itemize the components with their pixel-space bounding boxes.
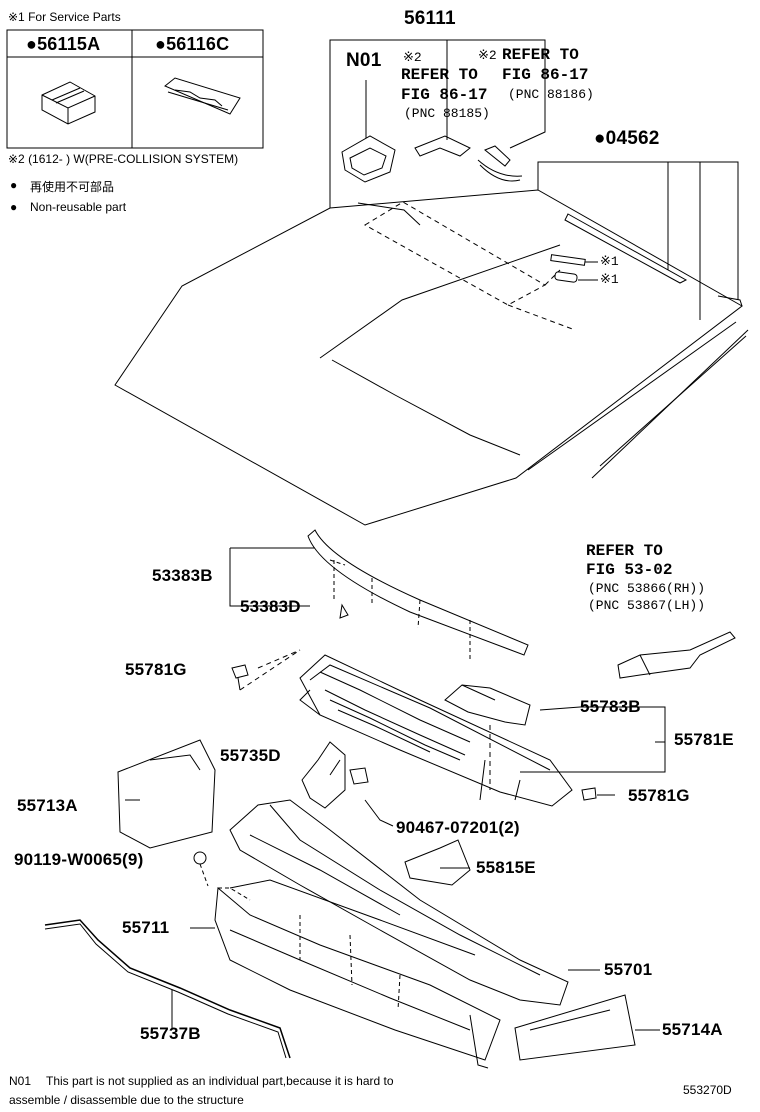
callout-55713a: 55713A [17,796,78,815]
callout-n01: N01 [346,50,382,71]
callout-04562: ●04562 [594,128,660,149]
service-parts-note: ※1 For Service Parts [8,10,121,24]
nonreusable-jp: 再使用不可部品 [30,180,115,194]
ref-a-line2: FIG 86-17 [401,86,488,104]
washer-bracket-drawing [617,631,736,679]
callout-90119: 90119-W0065(9) [14,850,144,869]
part-label-56115a: ●56115A [26,34,101,54]
ref-c-line3: (PNC 53866(RH)) [588,581,706,596]
ref-b-line2: FIG 86-17 [502,66,589,84]
callout-53383d: 53383D [240,597,301,616]
leader-lines-top [329,39,739,320]
ref-a-line1: REFER TO [401,66,478,84]
ref-c-line2: FIG 53-02 [586,561,673,579]
mark-2a: ※2 [403,50,422,65]
windshield-glass-drawing [114,189,749,526]
callout-55735d: 55735D [220,746,281,765]
diagram-id: 553270D [683,1083,732,1097]
ref-b-line3: (PNC 88186) [508,87,594,102]
callout-55701: 55701 [604,960,653,979]
sensor-bracket-drawing [341,135,523,183]
cowl-panel-55701-drawing [229,799,600,1006]
clip-icons [193,664,597,887]
bracket-56116c-drawing [164,77,241,115]
seal-55737b-drawing [44,919,291,1059]
cowl-panel-drawing [299,654,573,807]
callout-55781e: 55781E [674,730,734,749]
callout-55781g-left: 55781G [125,660,187,679]
precollision-note: ※2 (1612- ) W(PRE-COLLISION SYSTEM) [8,152,239,166]
bracket-55783b-drawing [444,684,531,726]
callout-55737b: 55737B [140,1024,201,1043]
mark-1b: ※1 [600,272,619,287]
cowl-lower-55711-drawing [190,879,501,1069]
ref-c-line1: REFER TO [586,542,663,560]
mark-1a: ※1 [600,254,619,269]
leader-lines-middle [229,547,666,869]
callout-55711: 55711 [122,918,170,937]
weatherstrip-53383b-drawing [307,529,529,660]
footer-n01-text-line2: assemble / disassemble due to the struct… [9,1093,244,1107]
clip-56115a-drawing [41,81,96,125]
callout-55714a: 55714A [662,1020,723,1039]
footer-n01-text-line1: This part is not supplied as an individu… [46,1074,394,1088]
callout-53383b: 53383B [152,566,213,585]
callout-56111: 56111 [404,8,456,29]
footer-n01-label: N01 [9,1074,32,1088]
ref-c-line4: (PNC 53867(LH)) [588,598,706,613]
part-label-56116c: ●56116C [155,34,230,54]
callout-55781g-right: 55781G [628,786,690,805]
nonreusable-en: Non-reusable part [30,200,127,214]
brace-55815e-drawing [404,839,471,886]
service-parts-box [6,29,264,149]
nonreusable-bullet-en: ● [10,200,18,214]
callout-90467: 90467-07201(2) [396,818,520,837]
callout-55783b: 55783B [580,697,641,716]
ref-b-line1: REFER TO [502,46,579,64]
side-panel-55713a-drawing [117,739,216,849]
callout-55815e: 55815E [476,858,536,877]
ref-a-line3: (PNC 88185) [404,106,490,121]
mark-2b: ※2 [478,48,497,63]
nonreusable-bullet-jp: ● [10,178,18,192]
panel-55714a-drawing [514,994,660,1061]
brace-55735d-drawing [301,741,346,809]
